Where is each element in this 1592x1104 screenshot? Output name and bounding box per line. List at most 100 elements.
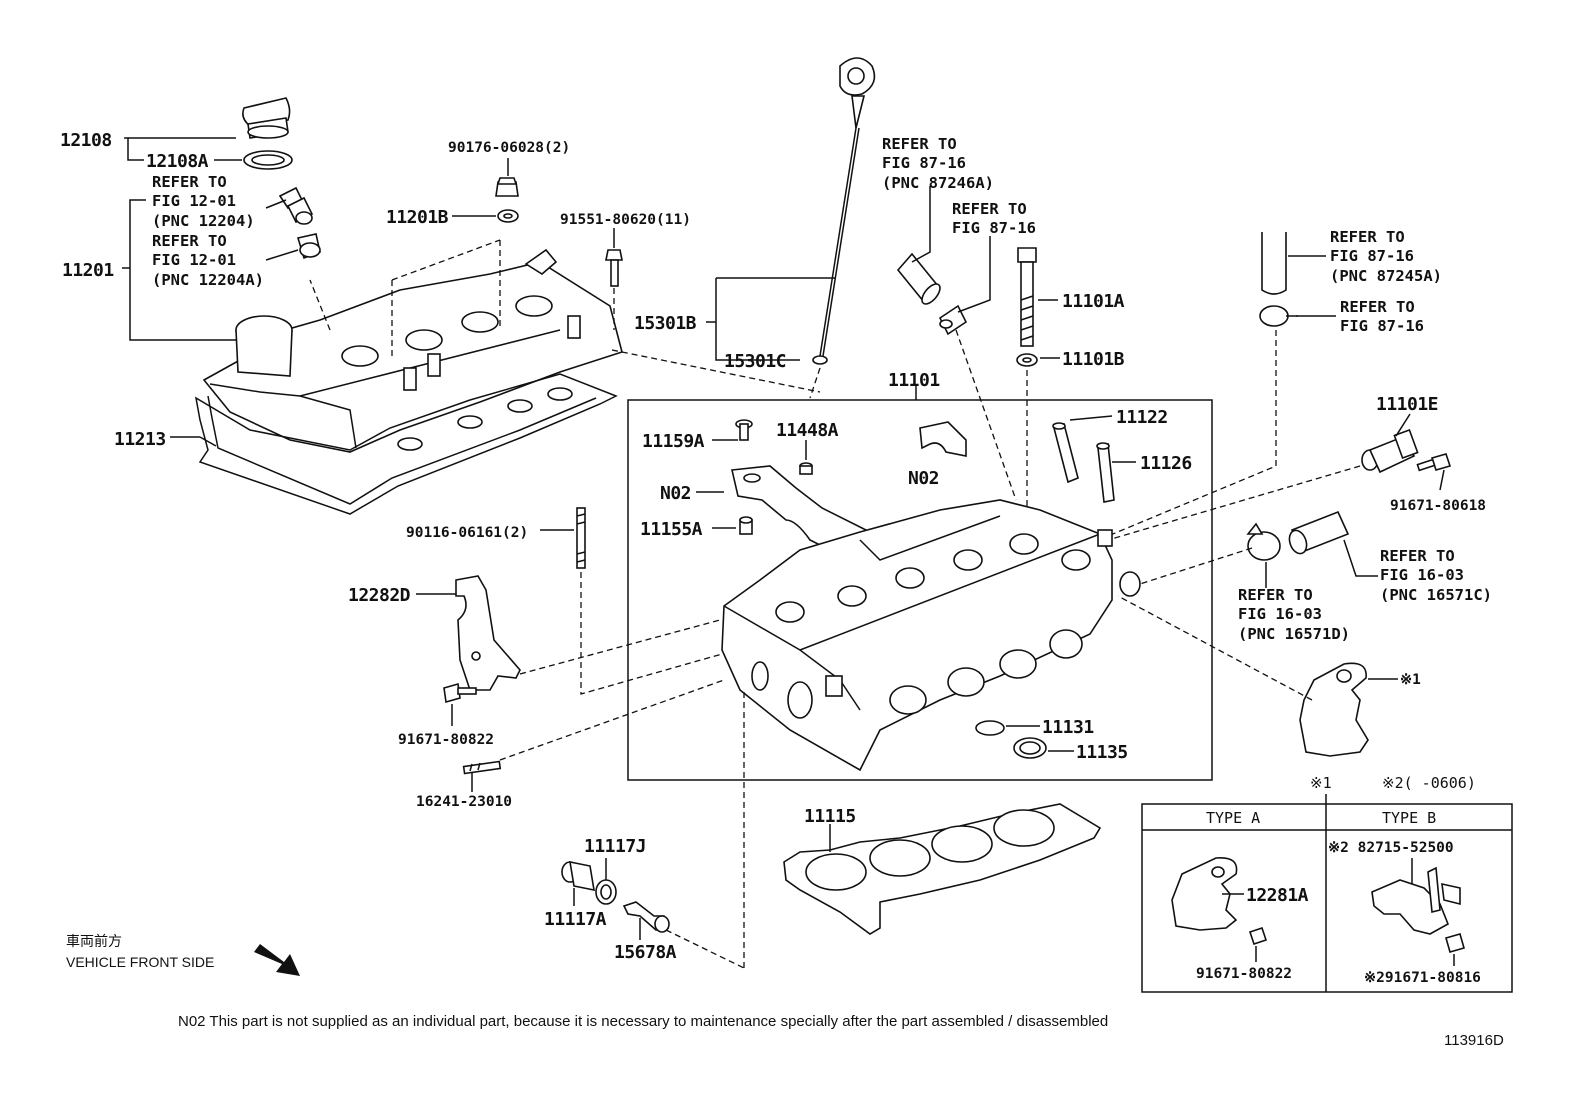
- bracket-82715-52500: [1371, 866, 1461, 935]
- label-11101B: 11101B: [1062, 349, 1125, 370]
- stud-16241: [462, 760, 502, 775]
- ref-fig87-16-a-line2: FIG 87-16: [882, 154, 966, 172]
- head-cover-gasket: [194, 373, 618, 515]
- vehicle-front-arrow-icon: [254, 944, 300, 976]
- grommet-11201B: [497, 209, 519, 223]
- bolt-91671-80822-left: [443, 682, 477, 704]
- clamp-16571D: [1246, 522, 1281, 561]
- cylinder-head-cover: [202, 248, 623, 453]
- label-15301C: 15301C: [724, 351, 786, 372]
- stud-90116: [576, 507, 586, 569]
- label-11115: 11115: [804, 806, 856, 827]
- cylinder-head-body: [721, 499, 1141, 772]
- bolt-91671-80618: [1416, 453, 1452, 472]
- label-11155A: 11155A: [640, 519, 703, 540]
- ref-fig16-03-b-line1: REFER TO: [1238, 586, 1313, 604]
- label-n02-upper: N02: [908, 468, 939, 489]
- head-gasket-11115: [783, 803, 1102, 935]
- label-11135: 11135: [1076, 742, 1128, 763]
- ref-fig16-03-a-line3: (PNC 16571C): [1380, 586, 1492, 604]
- ref-fig12-01-b-line1: REFER TO: [152, 232, 227, 250]
- ref-fig87-16-a-line3: (PNC 87246A): [882, 174, 994, 192]
- pcv-valve: [278, 186, 321, 260]
- ref-fig87-16-b-line1: REFER TO: [952, 200, 1027, 218]
- oil-dipstick: [812, 57, 876, 365]
- ref-fig12-01-a-line3: (PNC 12204): [152, 212, 255, 230]
- ref-fig87-16-c-line2: FIG 87-16: [1330, 247, 1414, 265]
- label-12108A: 12108A: [146, 151, 209, 172]
- ref-fig12-01-a-line1: REFER TO: [152, 173, 227, 191]
- hose-87246A: [896, 252, 941, 305]
- diagram-id: 113916D: [1444, 1032, 1504, 1049]
- ref-fig87-16-c-line1: REFER TO: [1330, 228, 1405, 246]
- label-11448A: 11448A: [776, 420, 839, 441]
- label-91671-80822-left: 91671-80822: [398, 732, 494, 748]
- vehicle-front-en: VEHICLE FRONT SIDE: [66, 954, 214, 970]
- label-90116-06161: 90116-06161(2): [406, 525, 528, 541]
- ref-fig87-16-a-line1: REFER TO: [882, 135, 957, 153]
- ref-fig12-01-b-line3: (PNC 12204A): [152, 271, 264, 289]
- label-11122: 11122: [1116, 407, 1168, 428]
- label-91551-80620: 91551-80620(11): [560, 212, 691, 228]
- header-mark1: ※1: [1310, 774, 1332, 792]
- guide-11122: [1052, 422, 1079, 484]
- washer-11101B: [1016, 353, 1038, 367]
- seal-11131: [975, 720, 1005, 736]
- hanger-mark1: [1299, 662, 1369, 757]
- ref-fig12-01-a-line2: FIG 12-01: [152, 192, 236, 210]
- union-15678A: [622, 901, 670, 933]
- label-90176-06028: 90176-06028(2): [448, 140, 570, 156]
- pin-11448A: [799, 462, 813, 475]
- bolt-91671-80822-type-a: [1248, 926, 1268, 946]
- label-mark1-hanger: ※1: [1400, 672, 1421, 688]
- footnote-n02: N02 This part is not supplied as an indi…: [178, 1013, 1108, 1030]
- ref-fig87-16-d-line2: FIG 87-16: [1340, 317, 1424, 335]
- label-n02-lower: N02: [660, 483, 691, 504]
- label-12282D: 12282D: [348, 585, 411, 606]
- label-11126: 11126: [1140, 453, 1192, 474]
- label-11101: 11101: [888, 370, 940, 391]
- label-11213: 11213: [114, 429, 166, 450]
- label-11117J: 11117J: [584, 836, 646, 857]
- label-82715-52500: ※2 82715-52500: [1328, 840, 1454, 856]
- oil-filler-cap: [242, 97, 291, 139]
- label-91671-80822-type-a: 91671-80822: [1196, 966, 1292, 982]
- label-16241-23010: 16241-23010: [416, 794, 512, 810]
- ref-fig12-01-b-line2: FIG 12-01: [152, 251, 236, 269]
- seal-11135: [1013, 737, 1047, 759]
- hanger-12282D: [455, 575, 521, 691]
- header-mark2: ※2( -0606): [1382, 774, 1476, 792]
- type-a-header: TYPE A: [1206, 809, 1260, 827]
- guide-11126: [1096, 442, 1115, 503]
- ref-fig87-16-b-line2: FIG 87-16: [952, 219, 1036, 237]
- cylinder-head-group-frame: [627, 399, 1213, 781]
- pin-11155A: [739, 516, 753, 535]
- label-11159A: 11159A: [642, 431, 705, 452]
- plug-11117A: [561, 860, 595, 892]
- bolt-91671-80816: [1445, 933, 1465, 953]
- label-11101E: 11101E: [1376, 394, 1438, 415]
- ref-fig16-03-a-line2: FIG 16-03: [1380, 566, 1464, 584]
- ref-fig87-16-d-line1: REFER TO: [1340, 298, 1415, 316]
- bolt-11101A: [1017, 247, 1037, 347]
- sensor-11101E: [1361, 428, 1419, 474]
- seal-11117J: [595, 879, 617, 905]
- ref-fig16-03-b-line2: FIG 16-03: [1238, 605, 1322, 623]
- type-table: [1141, 803, 1513, 993]
- vehicle-front-jp: 車両前方: [66, 933, 122, 949]
- label-11101A: 11101A: [1062, 291, 1125, 312]
- label-11201B: 11201B: [386, 207, 449, 228]
- label-91671-80618: 91671-80618: [1390, 498, 1486, 514]
- hose-87245A: [1261, 232, 1287, 295]
- label-11117A: 11117A: [544, 909, 607, 930]
- clamp-87-16-right: [1259, 305, 1298, 327]
- label-91671-80816: ※291671-80816: [1364, 970, 1481, 986]
- hanger-12281A: [1171, 857, 1238, 931]
- label-12108: 12108: [60, 130, 112, 151]
- label-12281A: 12281A: [1246, 885, 1309, 906]
- label-15678A: 15678A: [614, 942, 677, 963]
- label-11131: 11131: [1042, 717, 1094, 738]
- bearing-cap-n02-upper: [919, 421, 967, 457]
